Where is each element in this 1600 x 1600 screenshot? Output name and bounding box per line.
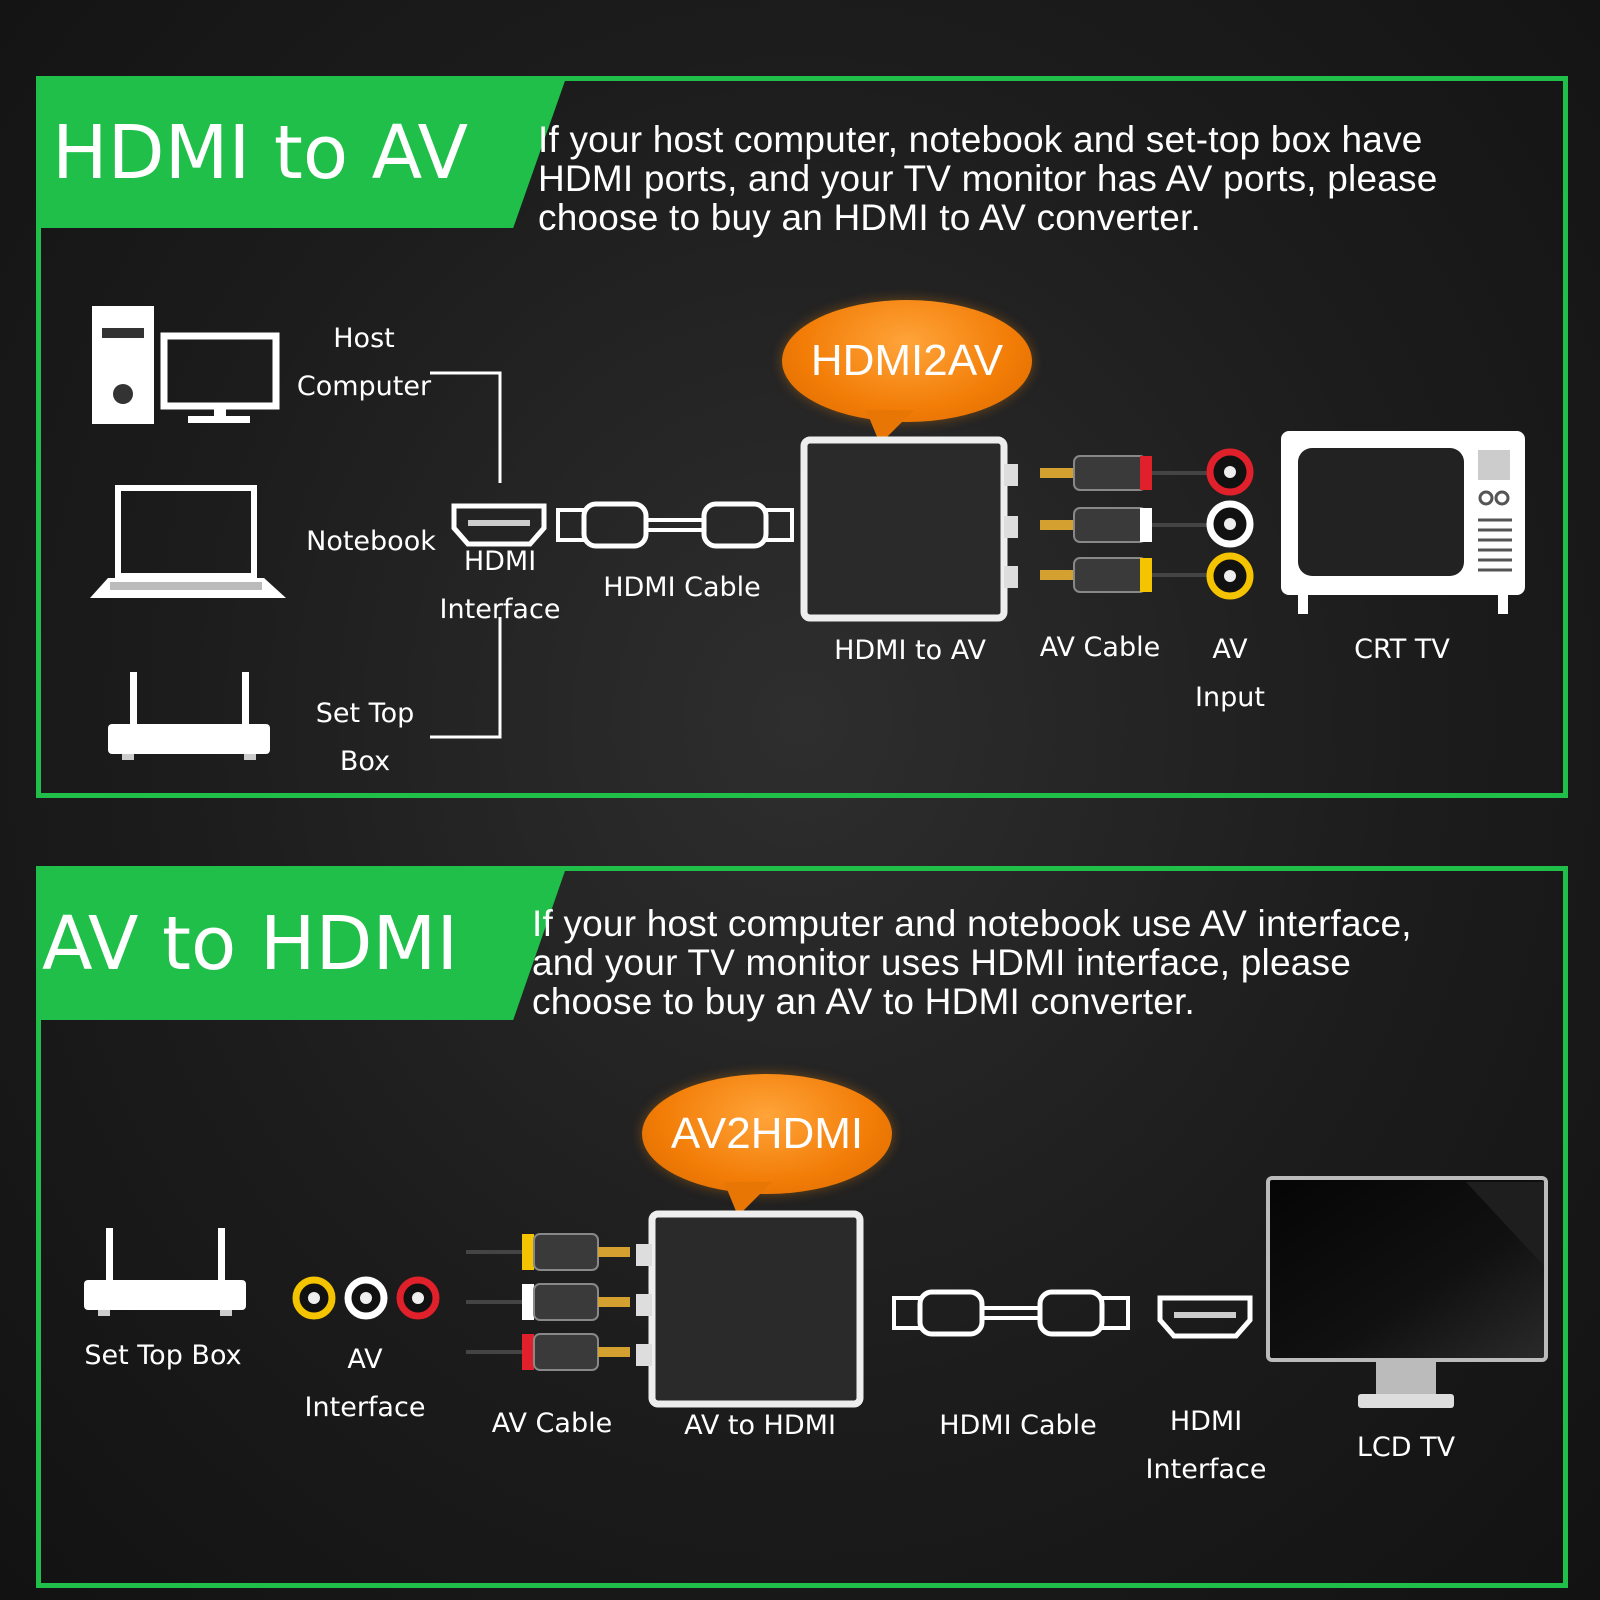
av-to-hdmi-title: AV to HDMI — [38, 868, 566, 1020]
hdmi-port-icon — [451, 503, 547, 547]
notebook-label: Notebook — [306, 526, 436, 557]
set-top-box-label-bottom: Set Top Box — [84, 1340, 242, 1371]
crt-tv-icon — [1281, 431, 1525, 614]
hdmi-to-av-converter-label: HDMI to AV — [834, 635, 986, 666]
av-to-hdmi-panel — [36, 866, 1568, 1588]
rca-plug-icon — [1040, 455, 1236, 593]
rca-plug-icon — [466, 1233, 630, 1371]
hdmi-to-av-panel — [36, 76, 1568, 798]
hdmi-cable-icon — [892, 1289, 1130, 1337]
hdmi-cable-icon — [556, 501, 794, 549]
av-cable-label: AV Cable — [1039, 632, 1161, 663]
laptop-icon — [90, 485, 286, 598]
converter-box-icon — [800, 436, 1018, 622]
router-icon — [108, 672, 270, 760]
connector-bracket — [430, 371, 502, 739]
hdmi-port-icon — [1157, 1295, 1253, 1339]
converter-box-icon — [636, 1210, 864, 1408]
rca-jack-icon — [292, 1276, 440, 1320]
av-to-hdmi-description: If your host computer and notebook use A… — [532, 903, 1412, 1022]
hdmi-to-av-description: If your host computer, notebook and set-… — [538, 119, 1438, 238]
av-to-hdmi-converter-label: AV to HDMI — [684, 1410, 836, 1441]
av2hdmi-bubble-tail — [724, 1182, 772, 1216]
desktop-computer-icon — [92, 306, 280, 424]
rca-jack-icon — [1206, 448, 1254, 600]
router-icon — [84, 1228, 246, 1316]
hdmi-cable-label-bottom: HDMI Cable — [939, 1410, 1097, 1441]
hdmi-cable-label: HDMI Cable — [603, 572, 761, 603]
hdmi-to-av-title: HDMI to AV — [38, 78, 566, 228]
hdmi2av-bubble: HDMI2AV — [782, 300, 1032, 422]
lcd-tv-label: LCD TV — [1356, 1432, 1456, 1463]
av-cable-label-bottom: AV Cable — [491, 1408, 613, 1439]
crt-tv-label: CRT TV — [1354, 634, 1450, 665]
av2hdmi-bubble: AV2HDMI — [642, 1074, 892, 1194]
lcd-tv-icon — [1266, 1176, 1548, 1408]
